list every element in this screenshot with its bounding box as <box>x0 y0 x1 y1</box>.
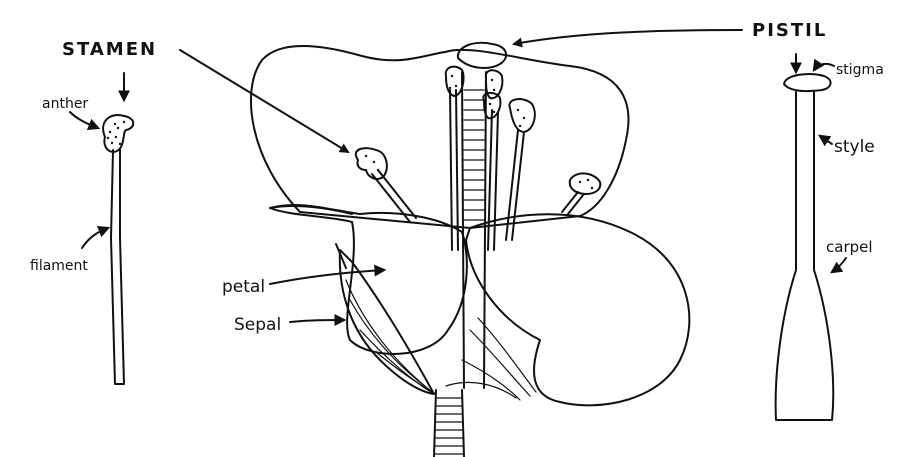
stamen-arrow <box>180 50 348 152</box>
sepal-label: Sepal <box>234 315 281 335</box>
central-stigma <box>458 43 506 68</box>
filament-pointer-arrow <box>82 228 108 248</box>
right-petal <box>466 214 689 405</box>
sepal-arrow <box>290 320 344 322</box>
isolated-stamen-drawing <box>103 115 133 384</box>
anther-pointer-arrow <box>70 112 98 128</box>
carpel-arrow <box>832 258 846 272</box>
flower-drawing <box>251 43 689 457</box>
petal-label: petal <box>222 277 265 297</box>
style-label: style <box>834 137 875 157</box>
carpel-label: carpel <box>826 238 873 256</box>
pistil-label: PISTIL <box>752 20 827 41</box>
anther-label: anther <box>42 96 88 112</box>
stamen-label: STAMEN <box>62 39 157 60</box>
filament-label: filament <box>30 258 88 274</box>
isolated-carpel <box>776 92 834 420</box>
pistil-arrow <box>514 30 742 44</box>
flower-stem <box>434 390 464 457</box>
stigma-label: stigma <box>836 62 884 78</box>
isolated-anther-shape <box>103 115 133 152</box>
style-arrow <box>820 136 832 144</box>
isolated-stigma <box>784 74 831 91</box>
stigma-pointer-arrow <box>814 64 834 70</box>
isolated-pistil-drawing <box>776 74 834 420</box>
